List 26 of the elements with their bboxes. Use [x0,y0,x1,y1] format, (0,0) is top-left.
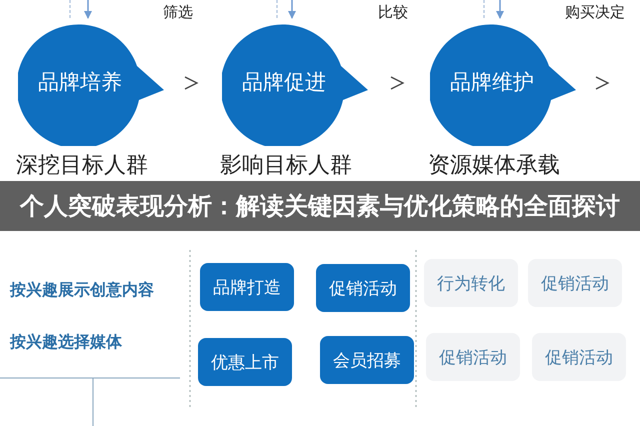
tag-box: 会员招募 [320,336,414,384]
row-label: 按兴趣选择媒体 [10,332,122,353]
arrow [288,0,296,19]
arrow [84,0,92,19]
node-label: 深挖目标人群 [16,152,148,180]
bubble-label: 品牌培养 [38,69,122,96]
title: 个人突破表现分析：解读关键因素与优化策略的全面探讨 [20,191,620,222]
chevron [184,76,198,90]
tag-box: 促销活动 [532,333,626,381]
arrow [496,0,504,19]
node-label: 影响目标人群 [220,152,352,180]
row-label: 按兴趣展示创意内容 [10,280,154,301]
tag-box: 优惠上市 [198,338,292,386]
tag-box: 促销活动 [426,333,520,381]
tag-box: 促销活动 [316,264,410,312]
tag-box: 行为转化 [424,259,518,307]
tag-box: 品牌打造 [200,263,294,311]
chevron [390,76,404,90]
stage-label: 购买决定 [565,3,625,22]
stage-label: 筛选 [163,3,193,22]
node-label: 资源媒体承载 [428,152,560,180]
bubble-label: 品牌维护 [450,69,534,96]
bubble-label: 品牌促进 [242,69,326,96]
chevron [596,76,610,90]
stage-label: 比较 [378,3,408,22]
tag-box: 促销活动 [528,259,622,307]
